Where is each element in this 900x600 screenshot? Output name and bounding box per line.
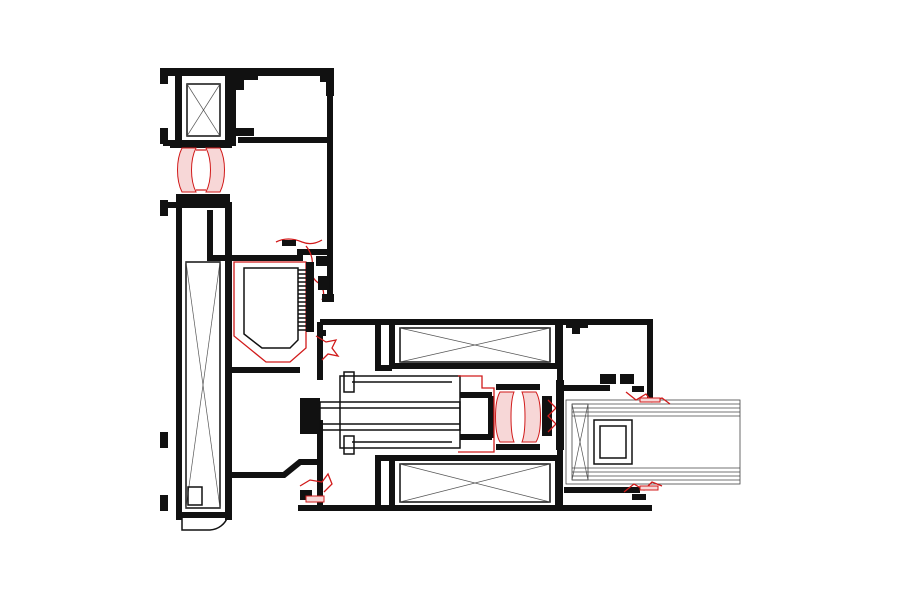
glazing-unit (565, 386, 741, 500)
horizontal-frame-profile (298, 319, 653, 511)
sash-interlock (300, 371, 564, 455)
brush-seal (298, 269, 306, 331)
thermal-break-top (176, 147, 230, 208)
sash-tube (233, 261, 314, 363)
